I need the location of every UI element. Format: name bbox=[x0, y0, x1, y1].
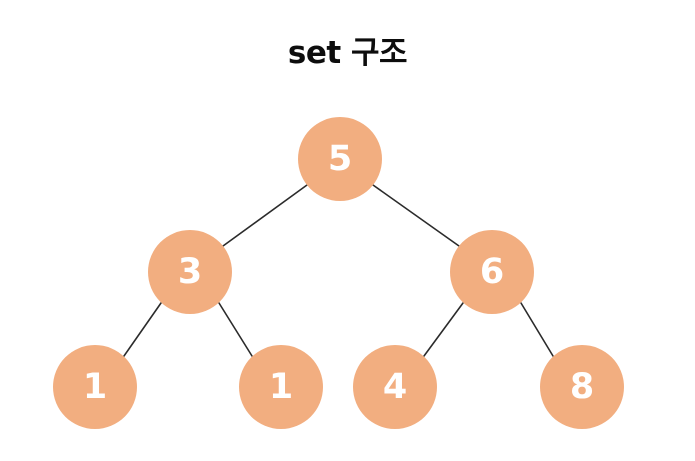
edge-group bbox=[123, 184, 554, 357]
tree-node-label: 5 bbox=[327, 138, 353, 179]
tree-edge bbox=[372, 184, 460, 247]
tree-node[interactable]: 3 bbox=[148, 230, 232, 314]
tree-node[interactable]: 1 bbox=[239, 345, 323, 429]
tree-node-label: 1 bbox=[82, 366, 108, 407]
tree-node[interactable]: 6 bbox=[450, 230, 534, 314]
tree-edge bbox=[222, 184, 308, 247]
tree-node-label: 6 bbox=[479, 251, 505, 292]
tree-node[interactable]: 1 bbox=[53, 345, 137, 429]
tree-edge bbox=[218, 302, 253, 357]
tree-node-label: 1 bbox=[268, 366, 294, 407]
tree-node[interactable]: 8 bbox=[540, 345, 624, 429]
tree-node[interactable]: 5 bbox=[298, 117, 382, 201]
page-title: set 구조 bbox=[287, 35, 408, 71]
tree-node-label: 3 bbox=[177, 251, 203, 292]
tree-edge bbox=[520, 302, 554, 357]
tree-edge bbox=[123, 302, 162, 357]
tree-node-label: 8 bbox=[569, 366, 595, 407]
tree-node-label: 4 bbox=[382, 366, 408, 407]
tree-edge bbox=[423, 302, 464, 357]
tree-node[interactable]: 4 bbox=[353, 345, 437, 429]
